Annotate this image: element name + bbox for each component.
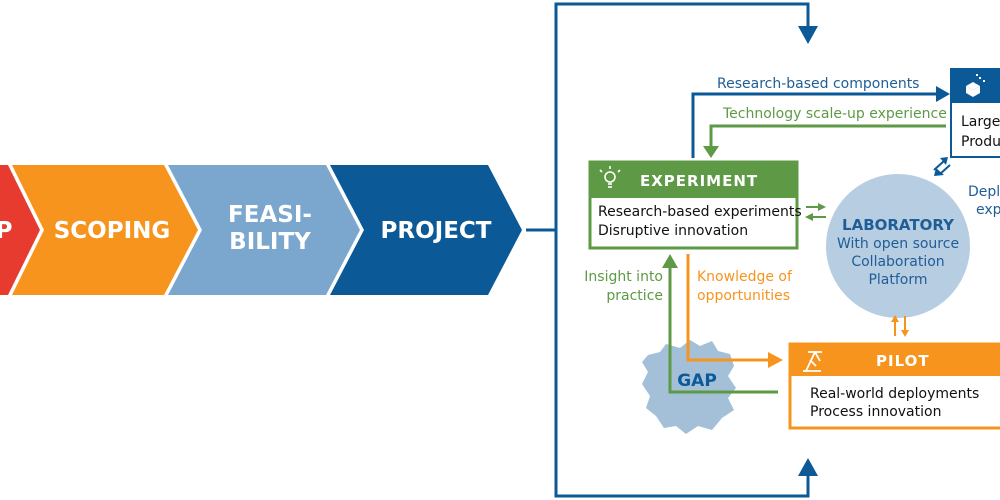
stage-label-feasibility-2: BILITY <box>229 229 311 255</box>
stage-chevron-scoping: SCOPING <box>12 165 198 295</box>
crane-icon <box>803 351 822 372</box>
laboratory-line3: Platform <box>868 272 927 288</box>
pilot-line2: Process innovation <box>810 404 941 420</box>
deploy-label-1: Deplo <box>968 184 1000 200</box>
research-components-label: Research-based components <box>717 76 919 92</box>
research-components-arrowhead-icon <box>936 86 950 102</box>
stage-label-feasibility-1: FEASI- <box>228 202 312 228</box>
experiment-line2: Disruptive innovation <box>598 223 748 239</box>
laboratory-circle: LABORATORY With open source Collaboratio… <box>826 174 970 318</box>
stage-chevron-project: PROJECT <box>330 165 522 295</box>
knowledge-opportunities-arrowhead-icon <box>768 352 783 368</box>
laboratory-title: LABORATORY <box>842 216 955 234</box>
project-bracket <box>526 2 810 498</box>
research-components-arrow <box>691 92 938 158</box>
bracket-arrow-bottom-icon <box>798 458 818 476</box>
stage-label-scoping: SCOPING <box>54 218 171 244</box>
stage-label-1: P <box>0 218 12 244</box>
pilot-box: PILOT Real-world deployments Process inn… <box>788 342 1000 430</box>
pilot-line1: Real-world deployments <box>810 386 979 402</box>
deploy-label-2: exp <box>976 202 1000 218</box>
knowledge-label-1: Knowledge of <box>697 269 793 285</box>
scaleup-experience-label: Technology scale-up experience <box>722 106 947 122</box>
laboratory-pilot-arrows <box>891 315 909 337</box>
gap-blob: GAP <box>642 340 736 434</box>
scaleup-experience-arrowhead-icon <box>703 146 719 158</box>
insight-label-1: Insight into <box>584 269 663 285</box>
laboratory-line2: Collaboration <box>851 254 944 270</box>
knowledge-label-2: opportunities <box>697 288 790 304</box>
bracket-arrow-top-icon <box>798 26 818 44</box>
laboratory-line1: With open source <box>837 236 959 252</box>
scaleup-experience-arrow <box>709 124 946 148</box>
insight-practice-arrow <box>668 266 778 394</box>
experiment-title: EXPERIMENT <box>640 172 758 190</box>
cube-icon <box>966 74 985 97</box>
lightbulb-icon <box>599 166 621 188</box>
laboratory-large-scale-arrows <box>933 157 951 176</box>
large-scale-line2: Produ <box>961 134 1000 150</box>
experiment-box: EXPERIMENT Research-based experiments Di… <box>588 160 802 250</box>
stage-chevron-1: P <box>0 165 40 295</box>
large-scale-line1: Large <box>961 114 1000 130</box>
stage-label-project: PROJECT <box>381 218 492 244</box>
insight-label-2: practice <box>606 288 663 304</box>
experiment-laboratory-arrows <box>805 203 826 221</box>
gap-label: GAP <box>677 371 717 391</box>
experiment-line1: Research-based experiments <box>598 204 802 220</box>
large-scale-box: Large Produ <box>950 68 1000 158</box>
pilot-title: PILOT <box>876 352 930 370</box>
insight-practice-arrowhead-icon <box>662 254 678 268</box>
knowledge-opportunities-arrow <box>686 254 770 362</box>
stage-chevron-feasibility: FEASI- BILITY <box>168 165 360 295</box>
